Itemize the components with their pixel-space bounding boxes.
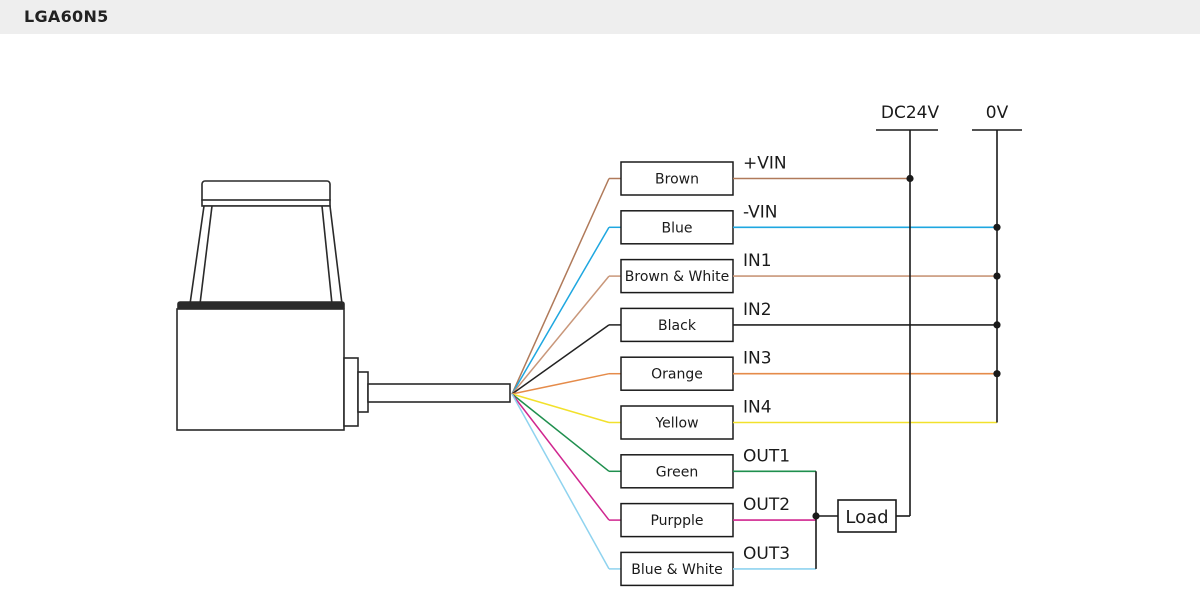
- sensor-window-edge-left: [199, 205, 213, 305]
- sensor-window-edge-right: [321, 205, 333, 305]
- wire-out2: Purpple OUT2: [511, 393, 816, 538]
- wire-color-label: Purpple: [650, 513, 703, 529]
- rail-dc24v-label: DC24V: [881, 103, 940, 123]
- wire-color-box: [620, 356, 734, 391]
- rail-lines: [812, 130, 998, 569]
- wire-lead: [511, 393, 610, 570]
- header-bar: [0, 0, 1200, 34]
- wire-signal-label: -VIN: [743, 202, 778, 222]
- wire-out1: Green OUT1: [511, 393, 816, 489]
- sensor-connector-nut: [357, 371, 369, 413]
- wire-lead: [511, 393, 610, 521]
- wire-in3: Orange IN3: [511, 349, 1001, 395]
- wire-color-label: Brown & White: [625, 269, 729, 285]
- sensor-connector-flange: [343, 357, 359, 427]
- wire-signal-label: OUT2: [743, 495, 790, 515]
- wire-color-label: Blue: [662, 220, 693, 236]
- power-rails: DC24V 0V: [876, 103, 1022, 131]
- output-junction-dot: [812, 512, 820, 520]
- load-label: Load: [845, 507, 888, 528]
- wire-in1: Brown & White IN1: [511, 251, 1001, 395]
- sensor-cap-rim: [201, 199, 331, 207]
- wire-lead: [511, 324, 610, 395]
- load-box: [837, 499, 897, 533]
- wire-signal-label: IN1: [743, 251, 772, 271]
- wire-color-label: Black: [658, 318, 697, 334]
- wire-color-box: [620, 405, 734, 440]
- wire-signal-label: IN4: [743, 398, 772, 418]
- wire-signal-label: OUT3: [743, 544, 790, 564]
- wire-in4: Yellow IN4: [511, 393, 997, 440]
- sensor-window: [189, 205, 343, 305]
- sensor-cable: [367, 383, 511, 403]
- wire-signal-label: +VIN: [743, 154, 787, 174]
- wire-lead: [511, 226, 610, 395]
- wire-in2: Black IN2: [511, 300, 1001, 395]
- wire-color-label: Green: [656, 464, 698, 480]
- wire-signal-label: IN2: [743, 300, 772, 320]
- wire-color-box: [620, 307, 734, 343]
- sensor-device: [176, 180, 511, 431]
- wire-color-label: Blue & White: [631, 562, 723, 578]
- wire-lead: [511, 393, 610, 424]
- wire-signal-label: IN3: [743, 349, 772, 369]
- wire-color-label: Orange: [651, 367, 703, 383]
- sensor-body: [176, 308, 345, 431]
- page-title: LGA60N5: [24, 7, 109, 26]
- wire-vin: Brown +VIN: [511, 154, 914, 395]
- wire-color-label: Brown: [655, 172, 699, 188]
- wire-lead: [511, 393, 610, 472]
- rail-0v-label: 0V: [986, 103, 1009, 123]
- wire-lead: [511, 178, 610, 395]
- wire-out3: Blue & White OUT3: [511, 393, 816, 587]
- wire-lead: [511, 372, 610, 395]
- load-block: Load: [837, 499, 897, 533]
- wire-color-box: [620, 551, 734, 587]
- wire-lead: [511, 275, 610, 395]
- wire-signal-label: OUT1: [743, 446, 790, 466]
- wire-color-label: Yellow: [654, 416, 698, 432]
- wire-color-box: [620, 454, 734, 489]
